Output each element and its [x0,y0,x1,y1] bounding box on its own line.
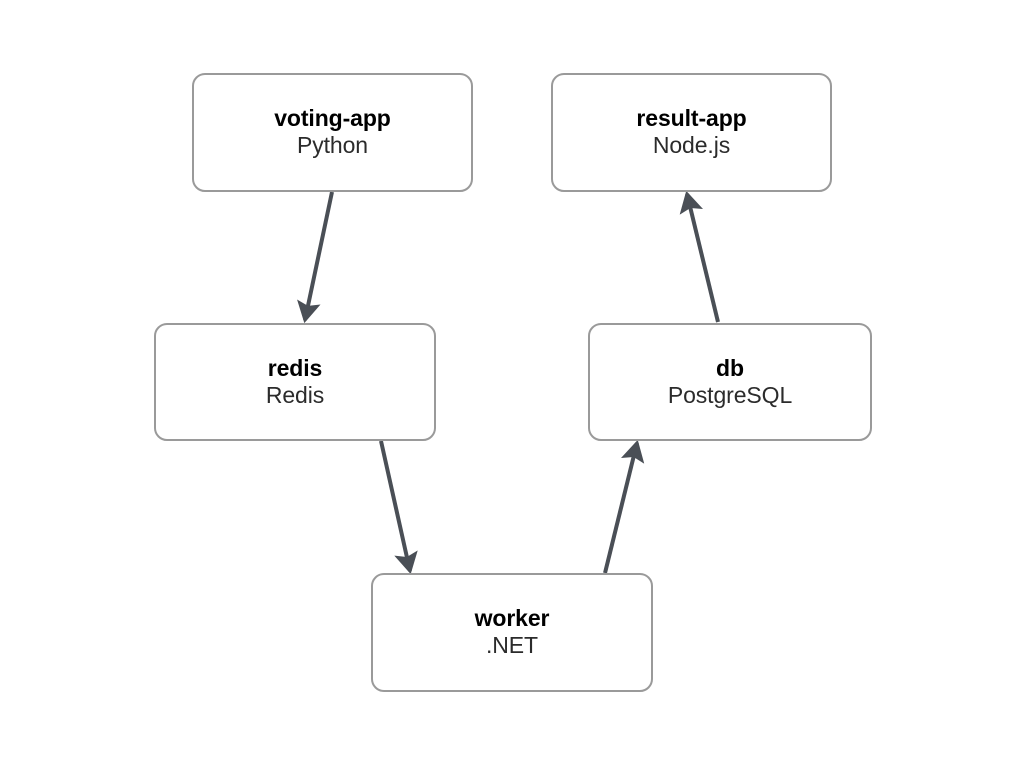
node-title: db [716,354,744,381]
node-title: redis [267,354,323,381]
node-subtitle: Redis [265,381,325,408]
node-title: result-app [636,105,747,132]
edge-group [297,190,720,575]
node-subtitle: PostgreSQL [667,381,793,408]
edge-worker-to-db [603,439,645,574]
edge-voting-app-to-redis [297,191,334,324]
node-worker[interactable]: worker .NET [371,573,653,692]
node-title: voting-app [274,105,391,132]
node-result-app[interactable]: result-app Node.js [551,73,832,192]
node-redis[interactable]: redis Redis [154,323,436,441]
node-subtitle: Node.js [652,132,731,159]
node-subtitle: .NET [486,632,538,659]
node-voting-app[interactable]: voting-app Python [192,73,473,192]
edge-redis-to-worker [379,440,418,575]
edge-db-to-result-app [679,190,720,323]
node-subtitle: Python [296,132,368,159]
node-db[interactable]: db PostgreSQL [588,323,872,441]
node-title: worker [474,605,550,632]
